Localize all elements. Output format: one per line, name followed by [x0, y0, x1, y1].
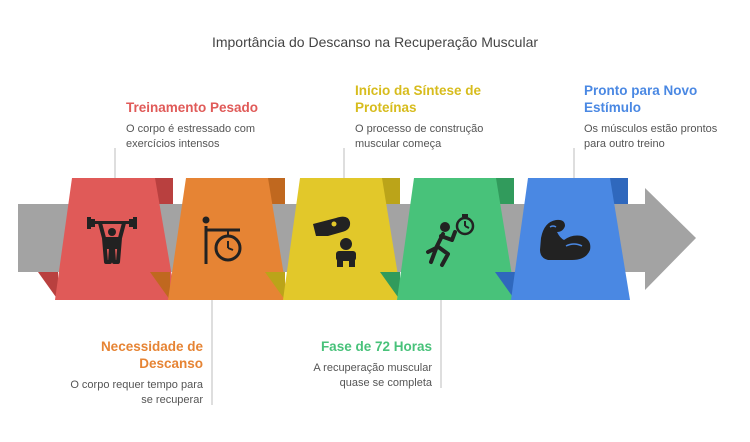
step-3-fold-bottom — [265, 272, 285, 300]
step-3-label: Início da Síntese de Proteínas O process… — [355, 82, 515, 152]
step-2-description: O corpo requer tempo para se recuperar — [70, 379, 203, 406]
step-4-band — [397, 178, 516, 300]
runner-stopwatch-icon — [426, 214, 475, 267]
step-2-band — [168, 178, 288, 300]
step-1-fold-bottom — [38, 272, 58, 300]
protein-hand-icon — [313, 216, 356, 267]
step-4-label: Fase de 72 Horas A recuperação muscular … — [292, 338, 432, 391]
step-3-description: O processo de construção muscular começa — [355, 123, 484, 150]
step-2-fold-bottom — [150, 272, 170, 300]
step-5-description: Os músculos estão prontos para outro tre… — [584, 123, 718, 150]
step-1-label: Treinamento Pesado O corpo é estressado … — [126, 99, 306, 152]
step-3-heading: Início da Síntese de Proteínas — [355, 83, 482, 115]
step-1-description: O corpo é estressado com exercícios inte… — [126, 123, 256, 150]
step-2-label: Necessidade de Descanso O corpo requer t… — [60, 338, 203, 408]
step-1-fold-top — [155, 178, 173, 204]
step-3-fold-top — [382, 178, 400, 204]
step-1-heading: Treinamento Pesado — [126, 100, 259, 115]
arrow-head — [645, 188, 696, 290]
rest-clock-icon — [202, 216, 242, 264]
step-4-fold-top — [496, 178, 514, 204]
diagram-title: Importância do Descanso na Recuperação M… — [211, 34, 539, 50]
step-5-fold-bottom — [495, 272, 515, 300]
step-2-fold-top — [268, 178, 285, 204]
weightlifter-icon — [87, 217, 137, 264]
step-5-fold-top — [610, 178, 628, 204]
step-4-heading: Fase de 72 Horas — [320, 339, 432, 354]
step-4-description: A recuperação muscular quase se completa — [313, 362, 432, 389]
flexed-arm-icon — [540, 219, 591, 260]
step-4-fold-bottom — [380, 272, 400, 300]
step-3-band — [283, 178, 402, 300]
step-5-heading: Pronto para Novo Estímulo — [584, 83, 698, 115]
step-2-heading: Necessidade de Descanso — [100, 339, 203, 371]
step-5-label: Pronto para Novo Estímulo Os músculos es… — [584, 82, 734, 152]
